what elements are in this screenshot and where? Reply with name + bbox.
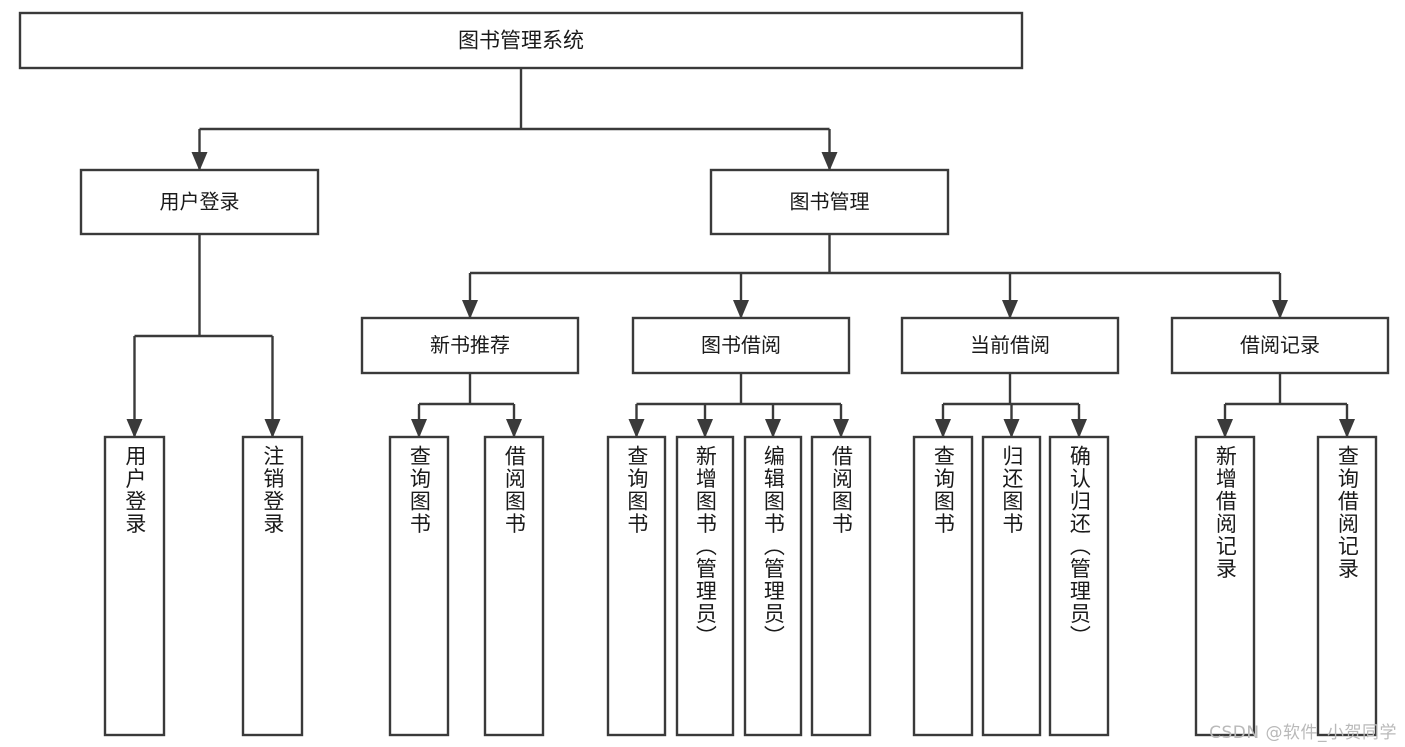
node-user-login-label: 用户登录 [160, 190, 240, 214]
conn-new-book-recommend-arrow-0 [411, 419, 427, 438]
conn-book-manage-arrow-3 [1272, 300, 1288, 319]
conn-user-login-arrow-0 [126, 419, 143, 438]
node-leaf-query-book-rec[interactable] [388, 435, 450, 737]
node-leaf-user-logout[interactable] [241, 435, 304, 737]
node-leaf-return-book[interactable] [981, 435, 1042, 737]
node-new-book-recommend[interactable] [360, 316, 580, 375]
node-leaf-borrow-book[interactable] [810, 435, 872, 737]
conn-borrow-record-arrow-0 [1217, 419, 1233, 438]
node-root-label: 图书管理系统 [458, 29, 584, 53]
node-leaf-edit-book[interactable] [743, 435, 803, 737]
node-leaf-query-book-cur[interactable] [912, 435, 974, 737]
node-borrow-record-label: 借阅记录 [1240, 333, 1320, 357]
node-book-borrow[interactable] [631, 316, 851, 375]
node-leaf-confirm-return[interactable] [1048, 435, 1110, 737]
node-leaf-borrow-book-rec[interactable] [483, 435, 545, 737]
conn-current-borrow-arrow-2 [1071, 419, 1087, 438]
conn-book-manage-arrow-1 [733, 300, 749, 319]
node-leaf-query-book[interactable] [606, 435, 667, 737]
conn-root-arrow-1 [821, 152, 838, 171]
connector-layer [126, 68, 1355, 438]
node-book-manage[interactable] [709, 168, 950, 236]
node-root[interactable] [18, 11, 1024, 70]
node-leaf-add-book[interactable] [675, 435, 735, 737]
conn-book-borrow-arrow-0 [628, 419, 645, 438]
node-user-login[interactable] [79, 168, 320, 236]
node-leaf-user-login[interactable] [103, 435, 166, 737]
csdn-watermark: CSDN @软件_小贺同学 [1209, 723, 1397, 743]
node-book-manage-label: 图书管理 [790, 190, 870, 214]
conn-borrow-record-arrow-1 [1339, 419, 1355, 438]
node-current-borrow-label: 当前借阅 [970, 333, 1050, 357]
node-leaf-query-record[interactable] [1316, 435, 1378, 737]
node-current-borrow[interactable] [900, 316, 1120, 375]
node-new-book-recommend-label: 新书推荐 [430, 333, 510, 357]
conn-book-borrow-arrow-2 [765, 419, 781, 438]
conn-root-arrow-0 [191, 152, 208, 171]
conn-current-borrow-arrow-0 [935, 419, 951, 438]
conn-book-borrow-arrow-3 [833, 419, 849, 438]
conn-user-login-arrow-1 [264, 419, 281, 438]
node-book-borrow-label: 图书借阅 [701, 333, 781, 357]
conn-current-borrow-arrow-1 [1003, 419, 1020, 438]
conn-book-manage-arrow-0 [462, 300, 478, 319]
node-borrow-record[interactable] [1170, 316, 1390, 375]
conn-new-book-recommend-arrow-1 [506, 419, 522, 438]
node-leaf-add-record[interactable] [1194, 435, 1256, 737]
conn-book-manage-arrow-2 [1002, 300, 1018, 319]
conn-book-borrow-arrow-1 [697, 419, 713, 438]
